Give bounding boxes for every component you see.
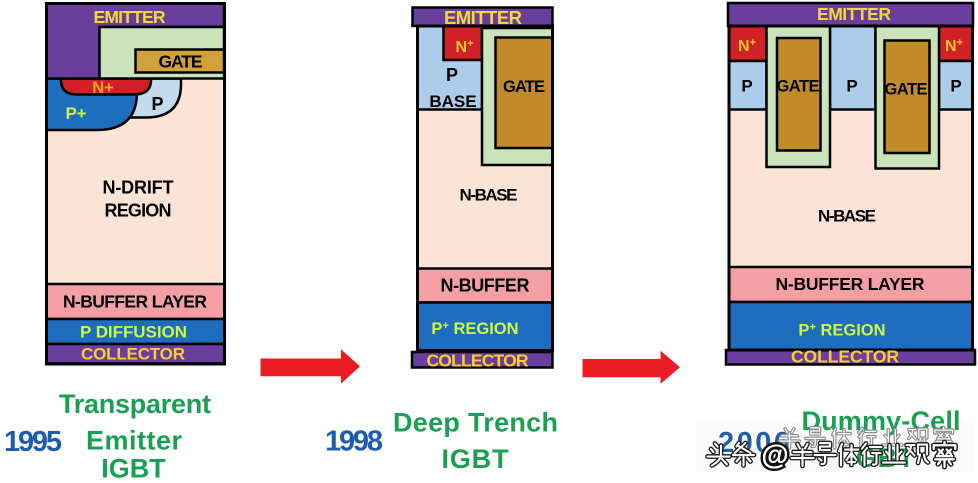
svg-text:P DIFFUSION: P DIFFUSION (80, 323, 187, 342)
svg-text:COLLECTOR: COLLECTOR (81, 345, 185, 364)
svg-text:IGBT: IGBT (442, 444, 510, 474)
svg-text:P: P (846, 77, 857, 96)
svg-text:P: P (446, 65, 458, 85)
svg-text:Deep Trench: Deep Trench (393, 407, 558, 437)
svg-text:N-BASE: N-BASE (460, 186, 518, 205)
svg-text:Emitter: Emitter (86, 426, 182, 456)
svg-text:EMITTER: EMITTER (444, 7, 522, 28)
svg-text:P: P (741, 77, 752, 96)
svg-text:IGBT: IGBT (101, 453, 166, 483)
svg-text:GATE: GATE (777, 78, 820, 96)
svg-text:P: P (151, 94, 163, 114)
svg-text:BASE: BASE (429, 92, 476, 111)
svg-text:GATE: GATE (503, 78, 545, 96)
svg-text:1995: 1995 (4, 426, 62, 458)
svg-text:P: P (950, 77, 961, 96)
svg-text:GATE: GATE (885, 81, 928, 99)
svg-text:N-DRIFT: N-DRIFT (103, 178, 174, 198)
svg-text:GATE: GATE (159, 52, 203, 72)
svg-text:N-BUFFER LAYER: N-BUFFER LAYER (776, 274, 925, 294)
svg-text:N-BUFFER: N-BUFFER (441, 276, 530, 296)
svg-text:N+: N+ (92, 79, 114, 97)
svg-text:EMITTER: EMITTER (817, 4, 891, 24)
svg-text:Transparent: Transparent (59, 389, 211, 419)
svg-text:P+: P+ (66, 104, 87, 123)
svg-text:N-BASE: N-BASE (818, 207, 876, 226)
svg-text:@: @ (761, 439, 788, 470)
svg-text:@: @ (761, 439, 788, 470)
svg-text:1998: 1998 (325, 426, 383, 458)
svg-text:P+ REGION: P+ REGION (798, 322, 885, 340)
svg-text:N-BUFFER LAYER: N-BUFFER LAYER (63, 292, 207, 312)
svg-text:COLLECTOR: COLLECTOR (791, 347, 899, 367)
svg-text:REGION: REGION (105, 201, 172, 221)
svg-text:COLLECTOR: COLLECTOR (427, 351, 529, 371)
svg-text:EMITTER: EMITTER (94, 7, 166, 27)
svg-text:P+ REGION: P+ REGION (431, 320, 518, 338)
